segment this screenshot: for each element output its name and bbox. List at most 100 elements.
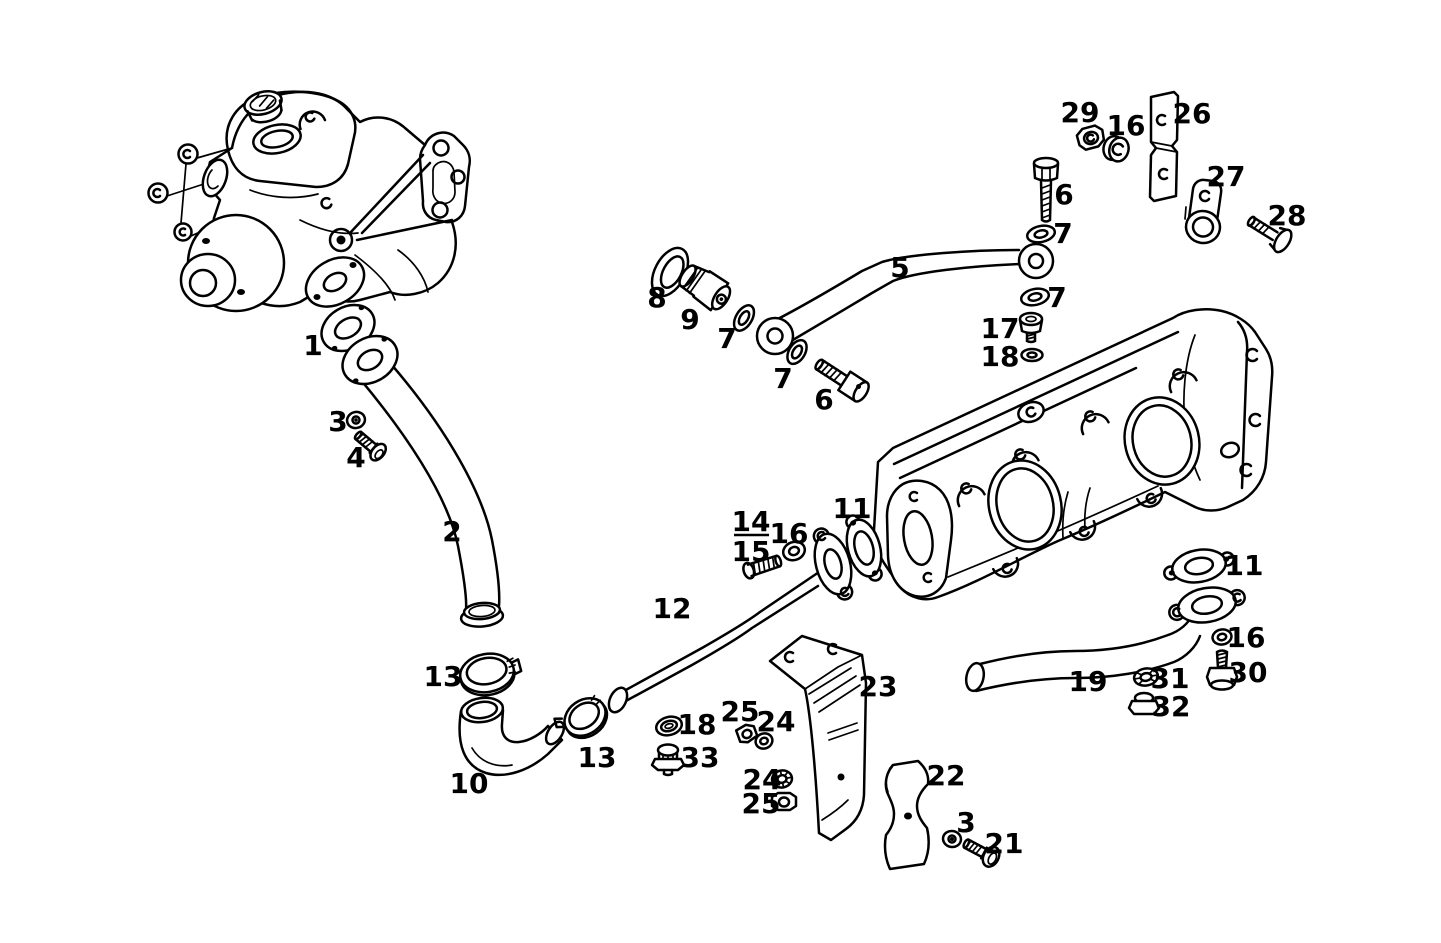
bolt-30 <box>1205 649 1239 691</box>
washer-18 <box>654 715 684 737</box>
part-label-10-25: 10 <box>450 767 489 800</box>
pump-outlet-flange <box>304 256 366 308</box>
part-label-7-8: 7 <box>773 362 792 395</box>
nut-3 <box>941 829 963 849</box>
washer-7 <box>1019 287 1051 307</box>
hose-clamp-13-upper <box>458 652 523 697</box>
part-label-26-17: 26 <box>1173 97 1212 130</box>
washer-31 <box>1132 667 1160 687</box>
breather-fitting-17 <box>1018 311 1044 344</box>
part-label-31-40: 31 <box>1151 662 1190 695</box>
part-label-30-38: 30 <box>1229 656 1268 689</box>
nut-3 <box>345 410 367 430</box>
housing-lug <box>1069 519 1097 541</box>
pipe-12 <box>607 527 854 714</box>
housing-lug <box>992 556 1020 578</box>
part-label-7-7: 7 <box>717 322 736 355</box>
filler-cap <box>243 90 283 124</box>
part-label-6-9: 6 <box>814 383 833 416</box>
stud-14-15 <box>742 554 783 580</box>
part-label-28-19: 28 <box>1268 199 1307 232</box>
elbow-hose-10 <box>458 696 566 777</box>
hose-clamp-13-lower <box>553 694 609 740</box>
clamp-plate-22 <box>883 759 930 871</box>
washer-7 <box>1025 224 1057 244</box>
part-label-7-12: 7 <box>1047 281 1066 314</box>
part-label-25-28: 25 <box>721 695 760 728</box>
cooler-housing <box>872 308 1274 601</box>
pump-lug <box>298 110 327 131</box>
part-label-8-5: 8 <box>647 281 666 314</box>
water-pump-assembly <box>147 90 471 313</box>
housing-port-right <box>1123 396 1201 486</box>
bracket-23 <box>768 634 868 842</box>
part-label-24-30: 24 <box>743 763 782 796</box>
housing-left-flange <box>885 479 954 598</box>
part-label-15: 15 <box>732 535 771 568</box>
bolt-6-top <box>1032 156 1060 223</box>
banjo-bolt-6 <box>814 358 870 403</box>
part-label-11-20: 11 <box>833 492 872 525</box>
part-label-16-16: 16 <box>1107 109 1146 142</box>
part-label-24-29: 24 <box>757 705 796 738</box>
part-label-17-13: 17 <box>981 312 1020 345</box>
part-label-12-22: 12 <box>653 592 692 625</box>
plug-33 <box>650 743 686 777</box>
part-label-1-0: 1 <box>303 329 322 362</box>
washer-18 <box>1020 347 1044 363</box>
part-label-27-18: 27 <box>1207 160 1246 193</box>
housing-port-left <box>987 459 1063 551</box>
part-label-3-34: 3 <box>956 806 975 839</box>
part-label-16-21: 16 <box>770 517 809 550</box>
part-label-25-31: 25 <box>742 787 781 820</box>
washer-7 <box>732 304 756 332</box>
housing-lug <box>1136 486 1164 508</box>
nut-29 <box>1075 124 1106 151</box>
union-9 <box>678 264 732 312</box>
part-label-19-39: 19 <box>1069 665 1108 698</box>
housing-top-boss <box>1017 400 1045 424</box>
plug-32 <box>1127 691 1161 716</box>
washer-24 <box>754 732 774 750</box>
part-label-29-15: 29 <box>1061 96 1100 129</box>
nut-16 <box>1102 134 1130 163</box>
housing-lug <box>956 482 986 508</box>
pump-snout <box>179 213 286 313</box>
part-label-2-1: 2 <box>442 515 461 548</box>
pipe-19-flange <box>1168 586 1246 624</box>
nut-25 <box>770 791 798 812</box>
water-pipe-2 <box>341 334 505 628</box>
pump-left-arms <box>147 143 233 242</box>
gasket-11-left <box>845 514 883 582</box>
part-label-21-35: 21 <box>985 827 1024 860</box>
bolt-21 <box>962 838 1001 868</box>
nut-25 <box>734 723 759 744</box>
part-label-32-41: 32 <box>1152 690 1191 723</box>
pipe-19 <box>964 586 1246 693</box>
part-label-13-23: 13 <box>424 660 463 693</box>
washer-7 <box>786 338 808 366</box>
pump-lug <box>320 196 333 210</box>
pump-bracket-arm <box>328 153 454 253</box>
part-label-9-6: 9 <box>680 303 699 336</box>
part-label-11-36: 11 <box>1225 549 1264 582</box>
washer-24 <box>770 769 794 789</box>
bracket-26 <box>1148 90 1180 203</box>
part-label-16-37: 16 <box>1227 621 1266 654</box>
bolt-28 <box>1246 215 1293 254</box>
gasket-11-right <box>1163 548 1235 584</box>
part-label-6-10: 6 <box>1054 178 1073 211</box>
part-label-23-32: 23 <box>859 670 898 703</box>
clamp-27 <box>1184 178 1223 245</box>
bolt-4 <box>353 430 388 462</box>
part-label-5-4: 5 <box>890 251 909 284</box>
part-label-7-11: 7 <box>1053 217 1072 250</box>
housing-lug <box>1168 368 1198 394</box>
washer-16 <box>781 540 807 562</box>
housing-lug <box>1080 410 1110 436</box>
part-label-22-33: 22 <box>927 759 966 792</box>
